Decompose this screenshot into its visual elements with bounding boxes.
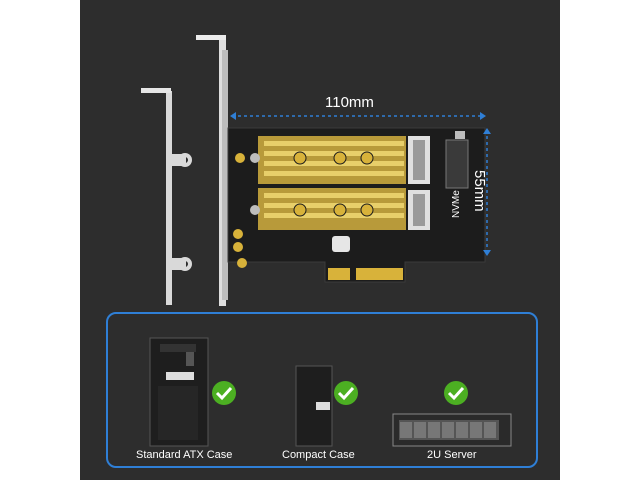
dimension-lines: [230, 112, 491, 256]
caption-standard-atx-case: Standard ATX Case: [136, 449, 233, 461]
right-margin: [560, 0, 640, 480]
length-dimension-label: 110mm: [325, 94, 374, 111]
atx-case-image: [149, 337, 209, 447]
board-components: [233, 153, 350, 268]
left-margin: [0, 0, 80, 480]
m2-slot-bottom: [250, 188, 406, 230]
caption-2u-server: 2U Server: [427, 449, 477, 461]
m2-slot-top: [250, 136, 406, 184]
full-height-bracket: [196, 35, 228, 306]
2u-server-image: [392, 413, 512, 447]
nvme-silkscreen: NVMe: [451, 190, 462, 218]
compact-case-image: [295, 365, 333, 447]
pcie-gold-fingers: [328, 268, 403, 280]
check-icon: [444, 381, 468, 405]
low-profile-bracket: [141, 88, 192, 305]
pcie-adapter-board: NVMe: [227, 127, 486, 283]
m2-connectors: [408, 131, 469, 230]
check-icon: [212, 381, 236, 405]
compatibility-panel: [106, 312, 538, 468]
caption-compact-case: Compact Case: [282, 449, 355, 461]
width-dimension-label: 55mm: [471, 170, 488, 212]
check-icon: [334, 381, 358, 405]
